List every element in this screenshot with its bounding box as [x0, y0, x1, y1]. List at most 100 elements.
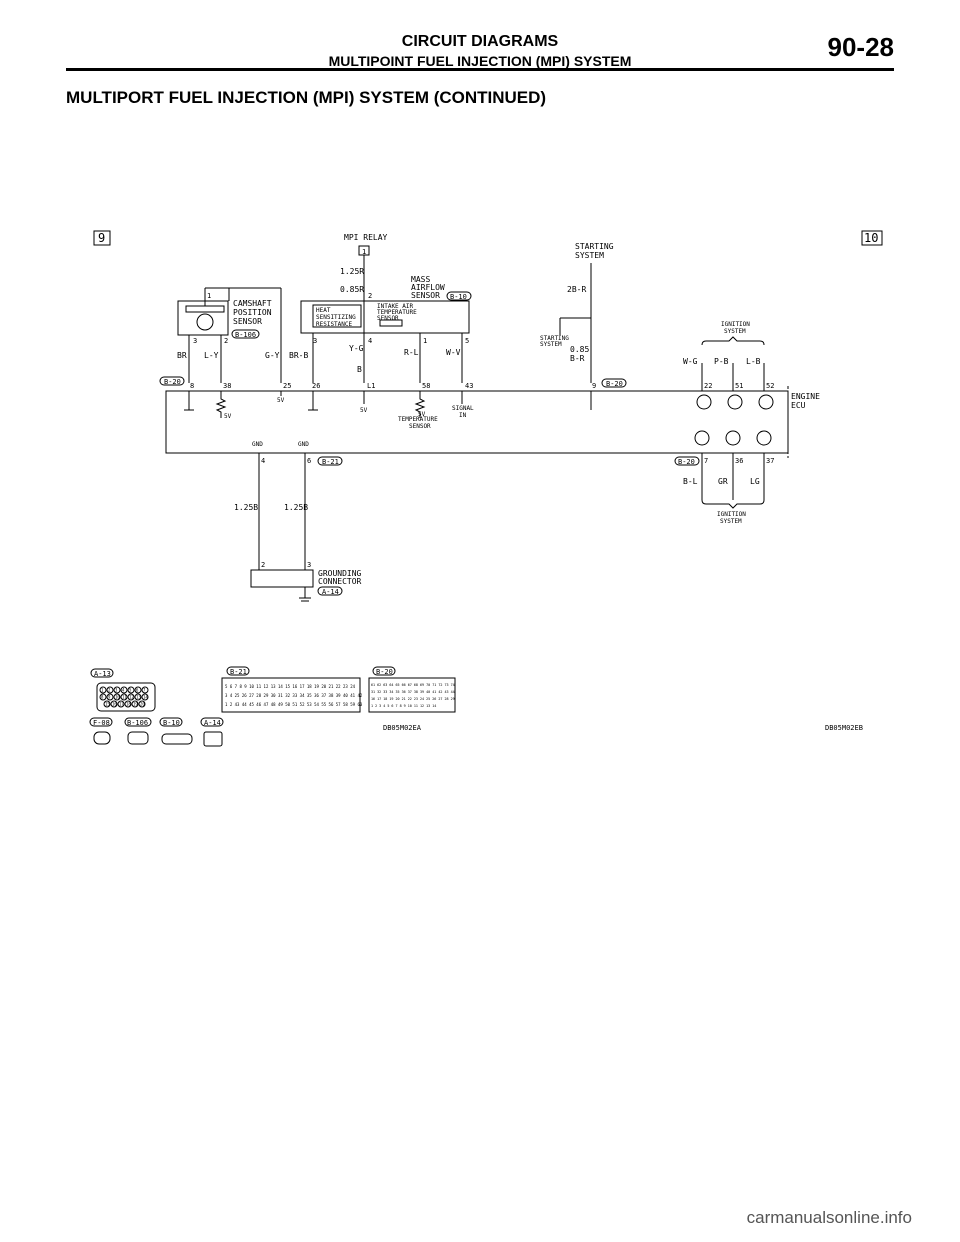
marker-9-box — [93, 230, 111, 246]
svg-text:MASS: MASS — [411, 275, 430, 284]
a13-pin-label: 17 — [119, 702, 124, 707]
svg-text:RESISTANCE: RESISTANCE — [316, 321, 353, 328]
heat-resistance-box — [312, 304, 362, 328]
a13-pin-label: 1 — [101, 688, 104, 693]
a13-pin — [99, 686, 107, 694]
svg-text:4: 4 — [261, 457, 265, 465]
svg-text:SYSTEM: SYSTEM — [724, 328, 746, 335]
page-header-subtitle: MULTIPOINT FUEL INJECTION (MPI) SYSTEM — [328, 53, 632, 69]
svg-text:2B-R: 2B-R — [567, 285, 586, 294]
svg-text:ECU: ECU — [791, 401, 806, 410]
a13-pin — [138, 700, 146, 708]
svg-text:3: 3 — [313, 337, 317, 345]
svg-text:1.25B: 1.25B — [284, 503, 308, 512]
svg-text:2: 2 — [224, 337, 228, 345]
svg-text:SIGNAL: SIGNAL — [452, 405, 474, 412]
svg-text:B-L: B-L — [683, 477, 698, 486]
svg-text:SENSOR: SENSOR — [411, 291, 440, 300]
connector-b20-tag: B-20 — [164, 378, 181, 386]
svg-text:L1: L1 — [367, 382, 375, 390]
svg-text:3: 3 — [193, 337, 197, 345]
svg-text:A-13: A-13 — [94, 670, 111, 678]
connector-b10-tag: B-10 — [450, 293, 467, 301]
page-header-title: CIRCUIT DIAGRAMS — [401, 33, 559, 50]
svg-text:B-R: B-R — [570, 354, 585, 363]
a13-pin — [124, 700, 132, 708]
svg-text:GND: GND — [298, 441, 309, 448]
a13-pin — [103, 700, 111, 708]
a13-pin-label: 19 — [133, 702, 138, 707]
wire-label-b: B — [357, 365, 362, 374]
a13-pin — [141, 693, 149, 701]
marker-10-box — [861, 230, 883, 246]
a13-pin-label: 2 — [108, 688, 111, 693]
svg-text:B-20: B-20 — [678, 458, 695, 466]
svg-text:ENGINE: ENGINE — [791, 392, 820, 401]
a13-pin-label: 4 — [122, 688, 125, 693]
ecu-transistors — [694, 394, 774, 446]
a13-pin — [120, 686, 128, 694]
svg-text:P-B: P-B — [714, 357, 729, 366]
svg-text:GROUNDING: GROUNDING — [318, 569, 362, 578]
a13-pin-label: 6 — [136, 688, 139, 693]
svg-text:SENSITIZING: SENSITIZING — [316, 314, 356, 321]
svg-text:SYSTEM: SYSTEM — [540, 341, 562, 348]
a13-pin-label: 5 — [129, 688, 132, 693]
wire-label-brb: BR-B — [289, 351, 308, 360]
svg-text:SYSTEM: SYSTEM — [575, 251, 604, 260]
a13-pin-label: 18 — [126, 702, 131, 707]
connector-a14-tag: A-14 — [322, 588, 339, 596]
a13-pin-label: 3 — [115, 688, 118, 693]
a13-pin — [141, 686, 149, 694]
wire-label-wv: W-V — [446, 348, 461, 357]
svg-text:5: 5 — [465, 337, 469, 345]
a13-pin — [134, 686, 142, 694]
svg-text:1: 1 — [423, 337, 427, 345]
a13-pin — [117, 700, 125, 708]
a13-pin — [131, 700, 139, 708]
marker-9: 9 — [98, 231, 105, 245]
svg-text:4: 4 — [368, 337, 372, 345]
a13-pin — [134, 693, 142, 701]
wire-label-085r: 0.85R — [340, 285, 364, 294]
wire-label-rl: R-L — [404, 348, 419, 357]
wire-label-ly: L-Y — [204, 351, 219, 360]
wire-label-br: BR — [177, 351, 187, 360]
svg-text:16 17 18 19 20 21 22 23 24 25: 16 17 18 19 20 21 22 23 24 25 26 27 28 2… — [371, 697, 455, 701]
svg-text:SYSTEM: SYSTEM — [720, 518, 742, 525]
svg-text:7: 7 — [704, 457, 708, 465]
svg-text:43: 43 — [465, 382, 473, 390]
svg-text:CAMSHAFT: CAMSHAFT — [233, 299, 272, 308]
svg-text:B-106: B-106 — [127, 719, 148, 727]
svg-text:6: 6 — [307, 457, 311, 465]
svg-text:3 4 25 26 27 28 29 30 31 32 33: 3 4 25 26 27 28 29 30 31 32 33 34 35 36 … — [225, 693, 363, 698]
svg-text:2: 2 — [368, 292, 372, 300]
section-title: MULTIPORT FUEL INJECTION (MPI) SYSTEM (C… — [66, 88, 547, 107]
mpi-relay-label: MPI RELAY — [344, 233, 388, 242]
svg-text:GR: GR — [718, 477, 728, 486]
connector-b106-drawing — [127, 731, 149, 745]
connector-b10-drawing — [161, 733, 193, 745]
a13-pin — [113, 686, 121, 694]
svg-text:HEAT: HEAT — [316, 307, 331, 314]
svg-text:1: 1 — [362, 248, 366, 256]
svg-text:IGNITION: IGNITION — [721, 321, 750, 328]
a13-pin-label: 13 — [136, 695, 141, 700]
svg-text:IGNITION: IGNITION — [717, 511, 746, 518]
page-number: 90-28 — [827, 32, 895, 62]
svg-text:SENSOR: SENSOR — [409, 423, 431, 430]
svg-text:26: 26 — [312, 382, 320, 390]
ecu-internal-grounds — [184, 391, 592, 418]
maf-sensor-box — [300, 300, 470, 334]
svg-text:9: 9 — [592, 382, 596, 390]
svg-text:F-08: F-08 — [93, 719, 110, 727]
watermark: carmanualsonline.info — [746, 1208, 912, 1227]
connector-a14-drawing — [203, 731, 223, 747]
a13-pin-label: 14 — [143, 695, 148, 700]
svg-text:36: 36 — [735, 457, 743, 465]
svg-text:22: 22 — [704, 382, 712, 390]
svg-text:1: 1 — [207, 292, 211, 300]
drawing-code-right: DB05M02EB — [825, 724, 863, 732]
svg-text:SENSOR: SENSOR — [233, 317, 262, 326]
